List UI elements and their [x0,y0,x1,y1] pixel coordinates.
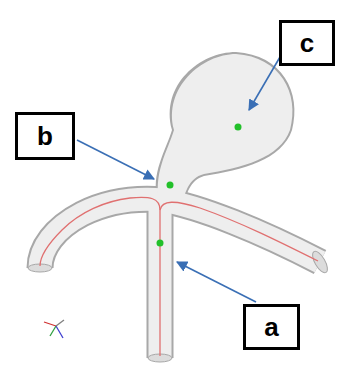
callout-letter: a [264,314,278,340]
leader-arrow [77,57,280,302]
probe-point [167,182,174,189]
centerline [40,197,318,356]
probe-point [157,240,164,247]
aneurysm-sac [158,54,293,207]
label-box: c [279,20,335,66]
label-box: b [15,112,75,160]
callout-letter: c [300,30,314,56]
label-box: a [243,304,300,350]
axis-triad [44,320,64,338]
vessel-end [310,249,331,275]
probe-point [235,124,242,131]
callout-letter: b [37,123,53,149]
vessel-outline [40,199,320,358]
vessel-body [40,199,320,358]
